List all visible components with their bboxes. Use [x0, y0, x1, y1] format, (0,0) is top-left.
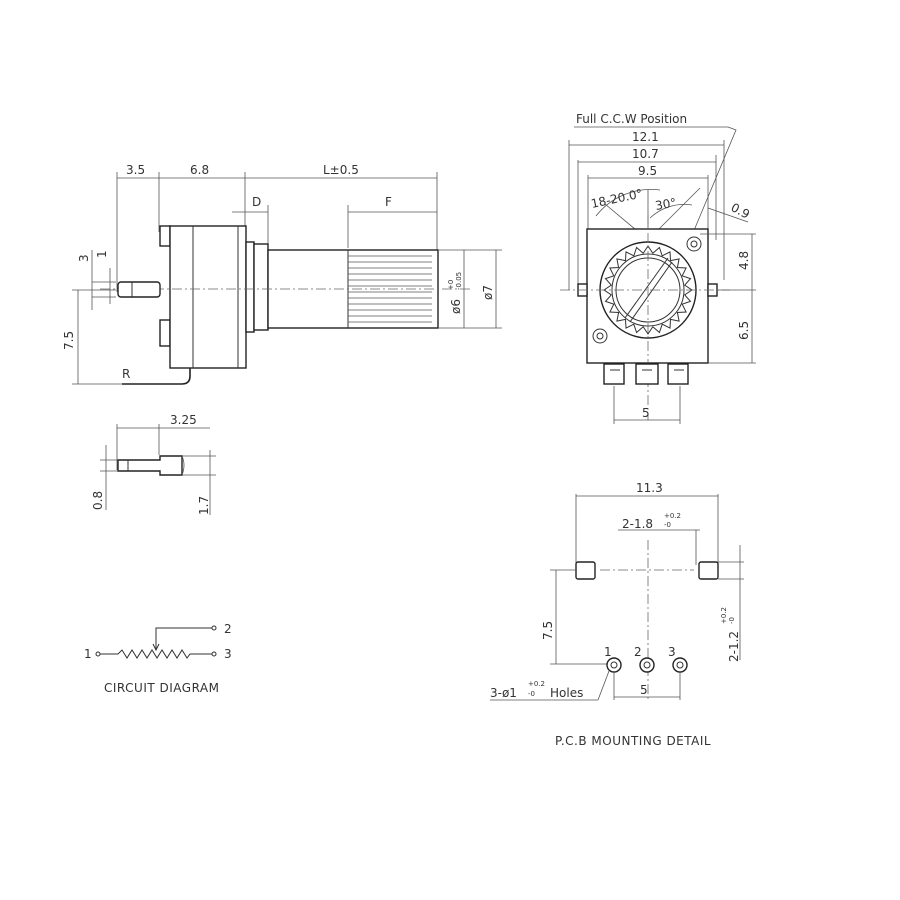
dim-9-5: 9.5 [638, 164, 657, 178]
pin-detail: 3.25 0.8 1.7 [91, 413, 216, 515]
mount-slot-right [698, 561, 719, 580]
dim-angle-30: 30° [654, 195, 677, 212]
dim-shaft-tol-lower: -0.05 [455, 272, 463, 290]
pcb-pin-3: 3 [668, 645, 676, 659]
dim-6-8: 6.8 [190, 163, 209, 177]
pcb-hole-3 [672, 657, 688, 673]
dim-0-9: 0.9 [729, 200, 752, 221]
ccw-label: Full C.C.W Position [576, 112, 687, 126]
dim-slot-main: 2-1.8 [622, 517, 653, 531]
dim-7-5: 7.5 [62, 331, 76, 350]
holes-tol-upper: +0.2 [528, 680, 545, 688]
dim-5: 5 [642, 406, 650, 420]
holes-suffix: Holes [550, 686, 583, 700]
dim-length: L±0.5 [323, 163, 359, 177]
pcb-pin-2: 2 [634, 645, 642, 659]
pcb-caption: P.C.B MOUNTING DETAIL [555, 734, 711, 748]
dim-pcb-5: 5 [640, 683, 648, 697]
dim-1-7: 1.7 [197, 496, 211, 515]
side-view: 3.5 6.8 L±0.5 D F [62, 163, 502, 385]
front-view: Full C.C.W Position 12.1 10.7 9.5 18-20.… [560, 112, 756, 424]
dim-d: D [252, 195, 261, 209]
pcb-hole-2 [639, 657, 655, 673]
dim-slot-h-tol-lower: -0 [728, 617, 736, 624]
dim-10-7: 10.7 [632, 147, 659, 161]
holes-tol-lower: -0 [528, 690, 535, 698]
circuit-pin-1: 1 [84, 647, 92, 661]
dim-3-5: 3.5 [126, 163, 145, 177]
dim-angle-range: 18-20.0° [590, 186, 644, 211]
circuit-pin-2: 2 [224, 622, 232, 636]
pcb-pin-1: 1 [604, 645, 612, 659]
dim-3: 3 [77, 254, 91, 262]
mount-slot-left [575, 561, 596, 580]
dim-slot-h-main: 2-1.2 [727, 631, 741, 662]
dim-body-dia: ø7 [481, 285, 495, 300]
dim-slot-tol-upper: +0.2 [664, 512, 681, 520]
pcb-hole-1 [606, 657, 622, 673]
dim-4-8: 4.8 [737, 251, 751, 270]
dim-r: R [122, 367, 130, 381]
dim-f: F [385, 195, 392, 209]
dim-slot-h-tol-upper: +0.2 [720, 607, 728, 624]
dim-3-25: 3.25 [170, 413, 197, 427]
dim-shaft-tol-upper: +0 [447, 280, 455, 290]
circuit-pin-3: 3 [224, 647, 232, 661]
circuit-caption: CIRCUIT DIAGRAM [104, 681, 220, 695]
dim-pcb-7-5: 7.5 [541, 621, 555, 640]
dim-0-8: 0.8 [91, 491, 105, 510]
holes-main: 3-ø1 [490, 686, 517, 700]
pcb-mounting-detail: 11.3 2-1.8 +0.2 -0 7.5 2-1.2 +0.2 -0 1 2… [490, 481, 744, 748]
knurl-lines [348, 255, 432, 323]
dim-12-1: 12.1 [632, 130, 659, 144]
dim-6-5: 6.5 [737, 321, 751, 340]
dim-slot-tol-lower: -0 [664, 521, 671, 529]
circuit-diagram: 1 3 2 CIRCUIT DIAGRAM [84, 622, 232, 695]
dim-1: 1 [95, 250, 109, 258]
dim-11-3: 11.3 [636, 481, 663, 495]
dim-shaft-dia: ø6 [449, 299, 463, 314]
